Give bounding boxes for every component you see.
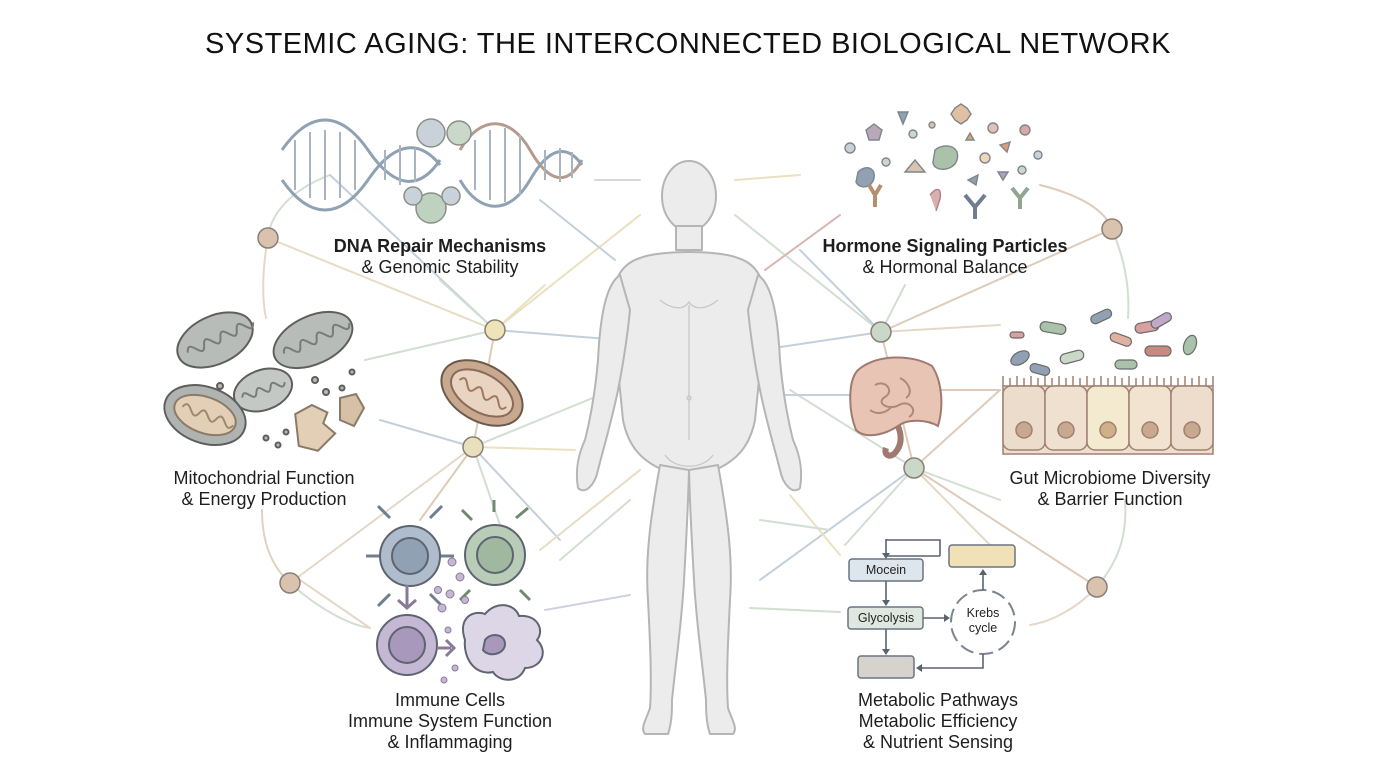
label-immune: Immune Cells Immune System Function & In… (330, 690, 570, 753)
label-metabolic: Metabolic Pathways Metabolic Efficiency … (820, 690, 1056, 753)
node-hub-left-upper (484, 319, 506, 341)
krebs-label-line1: Krebs (967, 606, 1000, 620)
hormone-particles (844, 103, 1043, 219)
gut-microbes (1009, 308, 1198, 377)
label-immune-line3: & Inflammaging (387, 732, 513, 752)
node-hub-left-lower (462, 436, 484, 458)
node-lower-left (279, 572, 301, 594)
diagram-title: SYSTEMIC AGING: THE INTERCONNECTED BIOLO… (205, 28, 1171, 60)
label-dna: DNA Repair Mechanisms & Genomic Stabilit… (300, 236, 580, 278)
mocein-label: Mocein (866, 563, 906, 577)
label-gut: Gut Microbiome Diversity & Barrier Funct… (985, 468, 1235, 510)
intestine-illustration (849, 356, 943, 459)
label-dna-line2: & Genomic Stability (361, 257, 519, 277)
node-upper-left (257, 227, 279, 249)
mitochondrion-center (440, 359, 524, 427)
label-mito: Mitochondrial Function & Energy Producti… (140, 468, 388, 510)
label-metabolic-line2: Metabolic Efficiency (858, 711, 1018, 731)
intestinal-barrier-cells (1002, 376, 1214, 455)
node-hub-right-lower (903, 457, 925, 479)
label-gut-line1: Gut Microbiome Diversity (1009, 468, 1211, 488)
label-hormone-line1: Hormone Signaling Particles (822, 236, 1068, 256)
t-cell-blue (366, 504, 454, 608)
network-nodes (257, 218, 1123, 598)
label-immune-line1: Immune Cells (394, 690, 506, 710)
label-mito-line1: Mitochondrial Function (173, 468, 355, 488)
label-hormone: Hormone Signaling Particles & Hormonal B… (790, 236, 1100, 278)
dna-helix-illustration (280, 118, 584, 212)
immune-cells (366, 500, 544, 684)
label-metabolic-line1: Metabolic Pathways (857, 690, 1019, 710)
pathway-box-top (948, 544, 1016, 568)
node-lower-right (1086, 576, 1108, 598)
metabolic-pathway-diagram (847, 539, 1016, 679)
pathway-box-bottom (857, 655, 915, 679)
dendritic-cell-lavender (462, 604, 544, 681)
label-metabolic-line3: & Nutrient Sensing (862, 732, 1014, 752)
label-hormone-line2: & Hormonal Balance (862, 257, 1028, 277)
macrophage-green (458, 500, 532, 602)
human-body-figure (575, 160, 803, 735)
label-mito-line2: & Energy Production (181, 489, 347, 509)
node-hub-right-upper (870, 321, 892, 343)
label-gut-line2: & Barrier Function (1037, 489, 1183, 509)
dna-repair-enzymes (403, 118, 472, 224)
krebs-label-line2: cycle (969, 621, 998, 635)
body-details (659, 299, 719, 467)
node-upper-right (1101, 218, 1123, 240)
b-cell-purple (376, 585, 457, 676)
label-immune-line2: Immune System Function (347, 711, 553, 731)
glycolysis-label: Glycolysis (858, 611, 914, 625)
label-dna-line1: DNA Repair Mechanisms (333, 236, 547, 256)
mitochondria-cluster (163, 310, 366, 452)
